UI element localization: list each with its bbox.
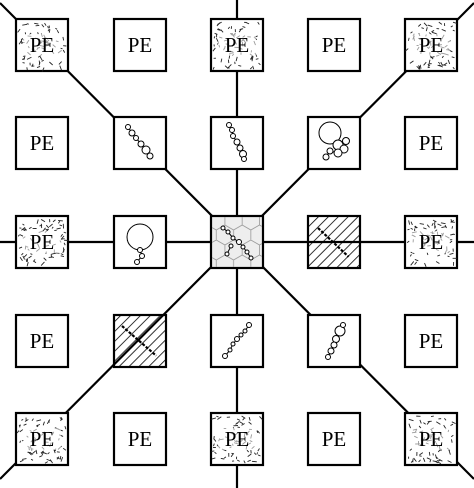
pe-block: PE [14, 115, 70, 171]
block-frame [403, 115, 459, 171]
molecule-block [112, 214, 168, 270]
pe-label: PE [225, 427, 250, 451]
pe-label: PE [419, 131, 444, 155]
molecule-block [209, 214, 265, 270]
molecule-block [209, 115, 265, 171]
pe-block: PE [306, 411, 362, 467]
block-frame [112, 411, 168, 467]
pe-label: PE [30, 131, 55, 155]
block-frame [14, 313, 70, 369]
pe-label: PE [30, 329, 55, 353]
molecule-icon [121, 325, 157, 357]
molecule-icon [220, 225, 254, 261]
pe-block: PE [14, 17, 70, 73]
pe-label: PE [225, 33, 250, 57]
molecule-icon [325, 322, 346, 360]
block-frame [306, 214, 362, 270]
molecule-block [112, 313, 168, 369]
pe-label: PE [30, 427, 55, 451]
block-frame [306, 17, 362, 73]
pe-block: PE [14, 214, 70, 270]
block-frame [14, 115, 70, 171]
molecule-icon [222, 322, 252, 359]
pe-block: PE [403, 214, 459, 270]
molecule-block [306, 214, 362, 270]
block-frame [306, 411, 362, 467]
pe-label: PE [322, 427, 347, 451]
molecule-icon [126, 223, 154, 265]
pe-label: PE [419, 230, 444, 254]
block-frame [112, 313, 168, 369]
pe-block: PE [14, 411, 70, 467]
pe-label: PE [128, 33, 153, 57]
molecule-block [209, 313, 265, 369]
pe-block: PE [403, 115, 459, 171]
pe-block: PE [14, 313, 70, 369]
pe-block: PE [112, 411, 168, 467]
pe-block: PE [209, 411, 265, 467]
pe-label: PE [419, 427, 444, 451]
pe-block: PE [112, 17, 168, 73]
pe-block: PE [209, 17, 265, 73]
molecule-icon [317, 227, 350, 258]
molecule-icon [226, 122, 247, 162]
molecule-icon [318, 121, 350, 161]
pe-block: PE [403, 17, 459, 73]
molecule-block [306, 313, 362, 369]
pe-label: PE [30, 230, 55, 254]
pe-label: PE [419, 329, 444, 353]
block-frame [112, 17, 168, 73]
block-frame [403, 313, 459, 369]
molecule-block [112, 115, 168, 171]
molecule-block [306, 115, 362, 171]
pe-block: PE [403, 313, 459, 369]
pe-label: PE [322, 33, 347, 57]
pe-label: PE [419, 33, 444, 57]
pe-block: PE [403, 411, 459, 467]
molecule-icon [125, 124, 154, 160]
pe-block: PE [306, 17, 362, 73]
pe-label: PE [128, 427, 153, 451]
pe-grid: PE PE PE PE PE PE PE PE PE PE PE PE PE PE PE PE [14, 17, 459, 467]
pe-label: PE [30, 33, 55, 57]
